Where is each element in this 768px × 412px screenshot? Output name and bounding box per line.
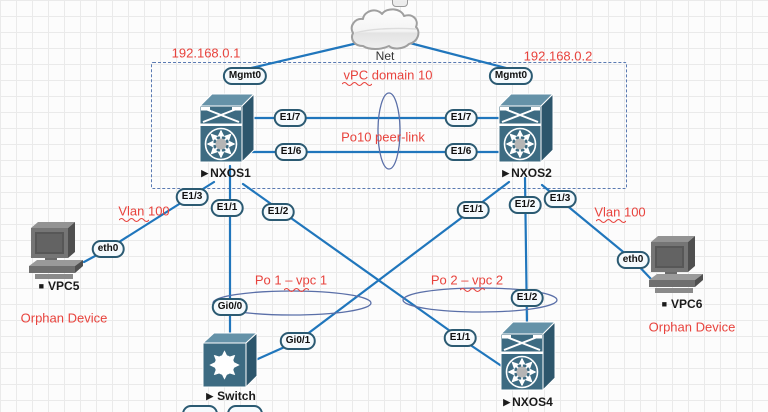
badge-cutoff-right[interactable]	[227, 405, 263, 412]
nxos2-label: ▶NXOS2	[502, 166, 552, 180]
badge-nxos1-e1-3[interactable]: E1/3	[175, 188, 209, 206]
square-marker-icon: ■	[661, 299, 668, 309]
triangle-marker-icon: ▶	[502, 168, 510, 178]
triangle-marker-icon: ▶	[206, 391, 214, 401]
annotation-orphan-right[interactable]: Orphan Device	[648, 319, 736, 335]
spellcheck-squiggle	[119, 218, 149, 222]
badge-vpc6-eth0[interactable]: eth0	[616, 251, 650, 269]
cloud-label: Net	[375, 49, 395, 63]
square-marker-icon: ■	[38, 281, 45, 291]
triangle-marker-icon: ▶	[201, 168, 209, 178]
workgroup-switch-icon[interactable]	[200, 330, 260, 393]
nxos1-switch-icon[interactable]	[197, 90, 257, 175]
badge-nxos2-e1-6[interactable]: E1/6	[444, 143, 478, 161]
badge-switch-gi0-0[interactable]: Gi0/0	[211, 298, 249, 316]
switch-label: ▶Switch	[206, 389, 256, 403]
vpc6-label: ■VPC6	[661, 297, 703, 311]
annotation-ip-right[interactable]: 192.168.0.2	[523, 48, 593, 64]
annotation-peer-link[interactable]: Po10 peer-link	[341, 129, 425, 145]
nxos4-switch-icon[interactable]	[498, 318, 558, 403]
annotation-vpc-domain[interactable]: vPC domain 10	[343, 67, 433, 83]
badge-nxos2-e1-3[interactable]: E1/3	[543, 190, 577, 208]
badge-nxos4-e1-2[interactable]: E1/2	[510, 289, 544, 307]
nxos1-label: ▶NXOS1	[201, 166, 251, 180]
vpc5-host-icon[interactable]	[27, 222, 91, 285]
badge-cutoff-left[interactable]	[182, 405, 218, 412]
badge-switch-gi0-1[interactable]: Gi0/1	[279, 332, 317, 350]
vpc5-label: ■VPC5	[38, 279, 80, 293]
badge-vpc5-eth0[interactable]: eth0	[91, 240, 125, 258]
annotation-po1-vpc1[interactable]: Po 1 – vpc 1	[254, 272, 328, 288]
badge-nxos1-e1-7[interactable]: E1/7	[273, 109, 307, 127]
annotation-po2-vpc2[interactable]: Po 2 – vpc 2	[430, 272, 504, 288]
internet-cloud-icon[interactable]	[349, 6, 421, 57]
annotation-orphan-left[interactable]: Orphan Device	[20, 310, 108, 326]
nxos4-label: ▶NXOS4	[503, 395, 553, 409]
badge-nxos2-e1-7[interactable]: E1/7	[444, 109, 478, 127]
badge-nxos2-mgmt0[interactable]: Mgmt0	[488, 67, 534, 85]
spellcheck-squiggle	[596, 219, 626, 223]
triangle-marker-icon: ▶	[503, 397, 511, 407]
badge-nxos4-e1-1[interactable]: E1/1	[443, 329, 477, 347]
badge-nxos2-e1-2[interactable]: E1/2	[508, 196, 542, 214]
badge-nxos1-e1-6[interactable]: E1/6	[274, 143, 308, 161]
badge-nxos1-e1-2[interactable]: E1/2	[261, 203, 295, 221]
spellcheck-squiggle	[284, 288, 309, 292]
badge-nxos1-mgmt0[interactable]: Mgmt0	[222, 67, 268, 85]
vpc6-host-icon[interactable]	[647, 236, 711, 299]
cutoff-icon-fragment	[392, 0, 408, 7]
badge-nxos1-e1-1[interactable]: E1/1	[210, 199, 244, 217]
nxos2-switch-icon[interactable]	[496, 90, 556, 175]
badge-nxos2-e1-1[interactable]: E1/1	[456, 201, 490, 219]
annotation-ip-left[interactable]: 192.168.0.1	[171, 45, 241, 61]
spellcheck-squiggle	[342, 82, 372, 86]
spellcheck-squiggle	[460, 288, 485, 292]
